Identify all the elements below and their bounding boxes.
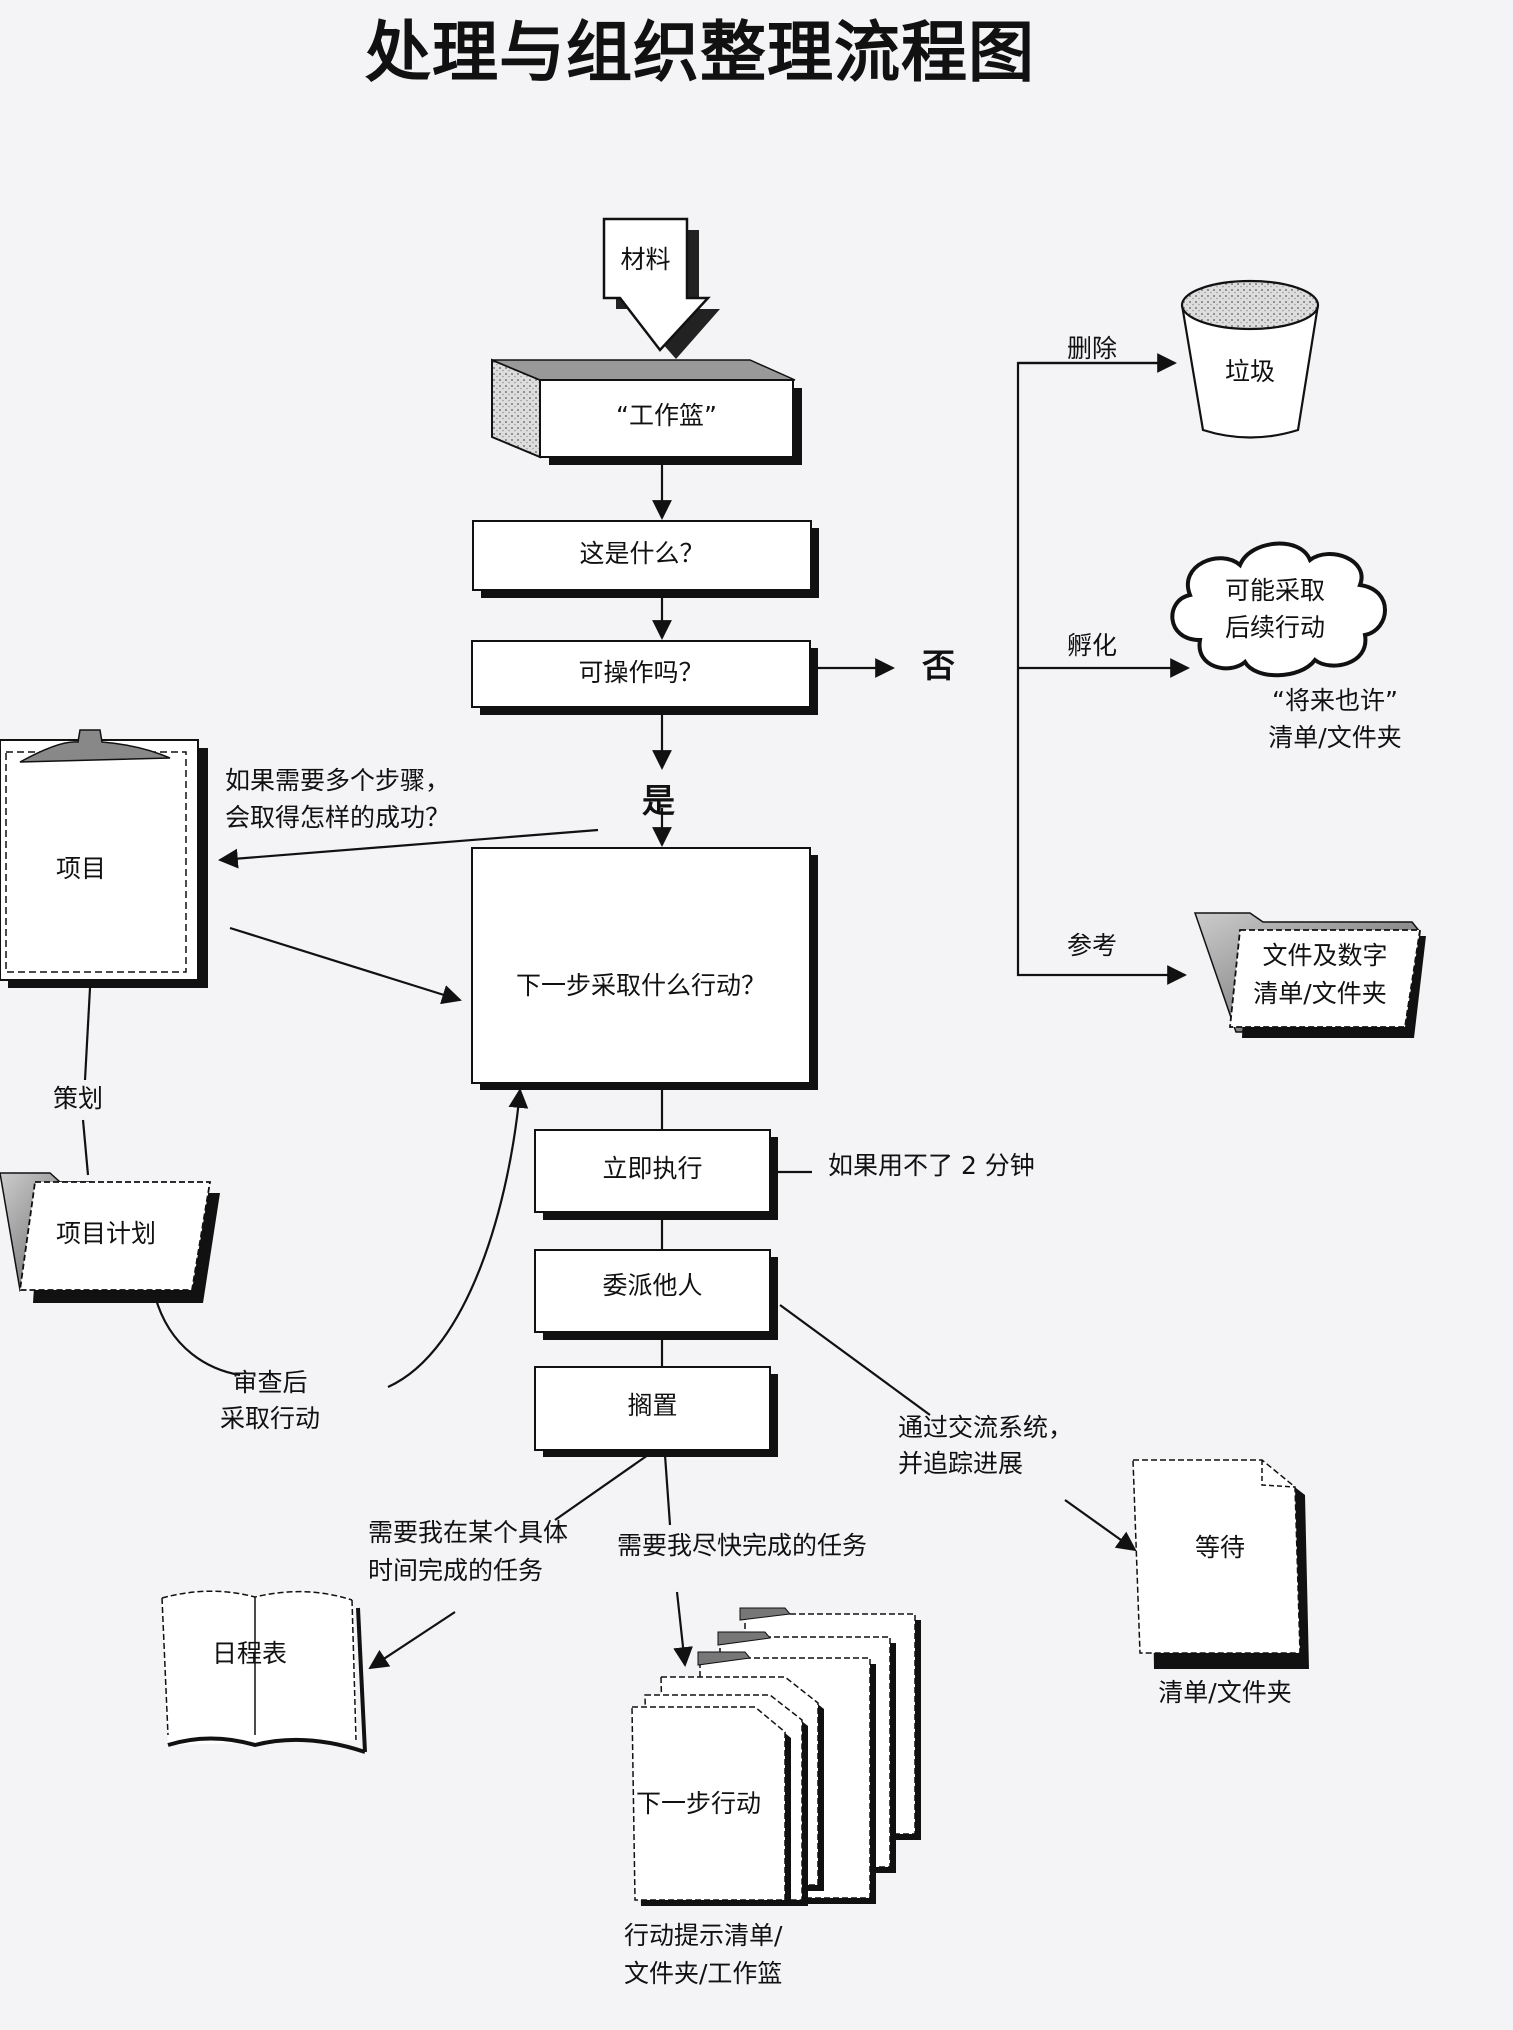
review-line2: 采取行动 [219, 1404, 320, 1433]
yes-label: 是 [642, 781, 675, 820]
delegate-track-line1: 通过交流系统， [898, 1413, 1074, 1442]
specific-time-line2: 时间完成的任务 [368, 1556, 544, 1585]
delegate-label: 委派他人 [602, 1271, 703, 1300]
multi-step-line1: 如果需要多个步骤， [225, 766, 451, 795]
reference-label: 参考 [1067, 931, 1118, 960]
multi-step-line2: 会取得怎样的成功？ [225, 803, 451, 832]
materials-label: 材料 [620, 245, 671, 274]
waiting-document-icon [1132, 1459, 1309, 1669]
reference-folder-line2: 清单/文件夹 [1253, 979, 1387, 1008]
what-is-it-label: 这是什么？ [579, 539, 705, 568]
someday-caption-line1: “将来也许” [1272, 686, 1398, 715]
next-actions-label: 下一步行动 [636, 1789, 762, 1818]
plan-label: 策划 [53, 1084, 104, 1113]
reference-folder-icon [1193, 912, 1426, 1038]
asap-label: 需要我尽快完成的任务 [617, 1531, 868, 1560]
defer-label: 搁置 [627, 1391, 678, 1420]
project-plans-folder-icon [0, 1172, 220, 1303]
do-it-label: 立即执行 [602, 1154, 703, 1183]
next-actions-caption-line2: 文件夹/工作篮 [624, 1959, 783, 1988]
actionable-label: 可操作吗？ [578, 658, 704, 687]
reference-folder-line1: 文件及数字 [1262, 941, 1388, 970]
calendar-label: 日程表 [212, 1639, 288, 1668]
two-minute-label: 如果用不了 2 分钟 [828, 1151, 1035, 1180]
incubate-label: 孵化 [1067, 631, 1118, 660]
delegate-track-line2: 并追踪进展 [898, 1449, 1024, 1478]
materials-arrow-icon [602, 217, 720, 359]
specific-time-line1: 需要我在某个具体 [368, 1518, 569, 1547]
do-it-box [534, 1129, 778, 1220]
cloud-icon [1170, 541, 1387, 678]
waiting-caption: 清单/文件夹 [1158, 1678, 1292, 1707]
side-connectors [368, 1170, 1137, 1670]
trash-can-icon [1180, 279, 1320, 439]
waiting-label: 等待 [1194, 1533, 1245, 1562]
delete-label: 删除 [1067, 334, 1118, 363]
project-plans-label: 项目计划 [56, 1219, 157, 1248]
next-action-label: 下一步采取什么行动？ [515, 971, 766, 1000]
someday-cloud-line2: 后续行动 [1224, 613, 1325, 642]
project-connectors [81, 828, 599, 1389]
inbox-label: “工作篮” [616, 401, 717, 430]
next-actions-caption-line1: 行动提示清单/ [624, 1921, 783, 1950]
delegate-box [534, 1249, 778, 1340]
actionable-box [471, 640, 818, 715]
trash-label: 垃圾 [1224, 357, 1275, 386]
main-connectors [652, 465, 895, 1367]
inbox-tray-icon [491, 358, 802, 465]
what-is-it-box [472, 520, 819, 598]
defer-box [534, 1366, 778, 1457]
page-title: 处理与组织整理流程图 [365, 13, 1035, 91]
someday-cloud-line1: 可能采取 [1224, 576, 1325, 605]
projects-label: 项目 [56, 854, 107, 883]
next-action-box [471, 847, 818, 1090]
projects-clipboard-icon [0, 729, 208, 988]
review-line1: 审查后 [232, 1368, 308, 1397]
someday-caption-line2: 清单/文件夹 [1268, 723, 1402, 752]
next-actions-folders-icon [631, 1607, 921, 1906]
calendar-book-icon [161, 1590, 367, 1754]
no-label: 否 [922, 646, 955, 685]
no-branch-lines [1016, 353, 1190, 985]
